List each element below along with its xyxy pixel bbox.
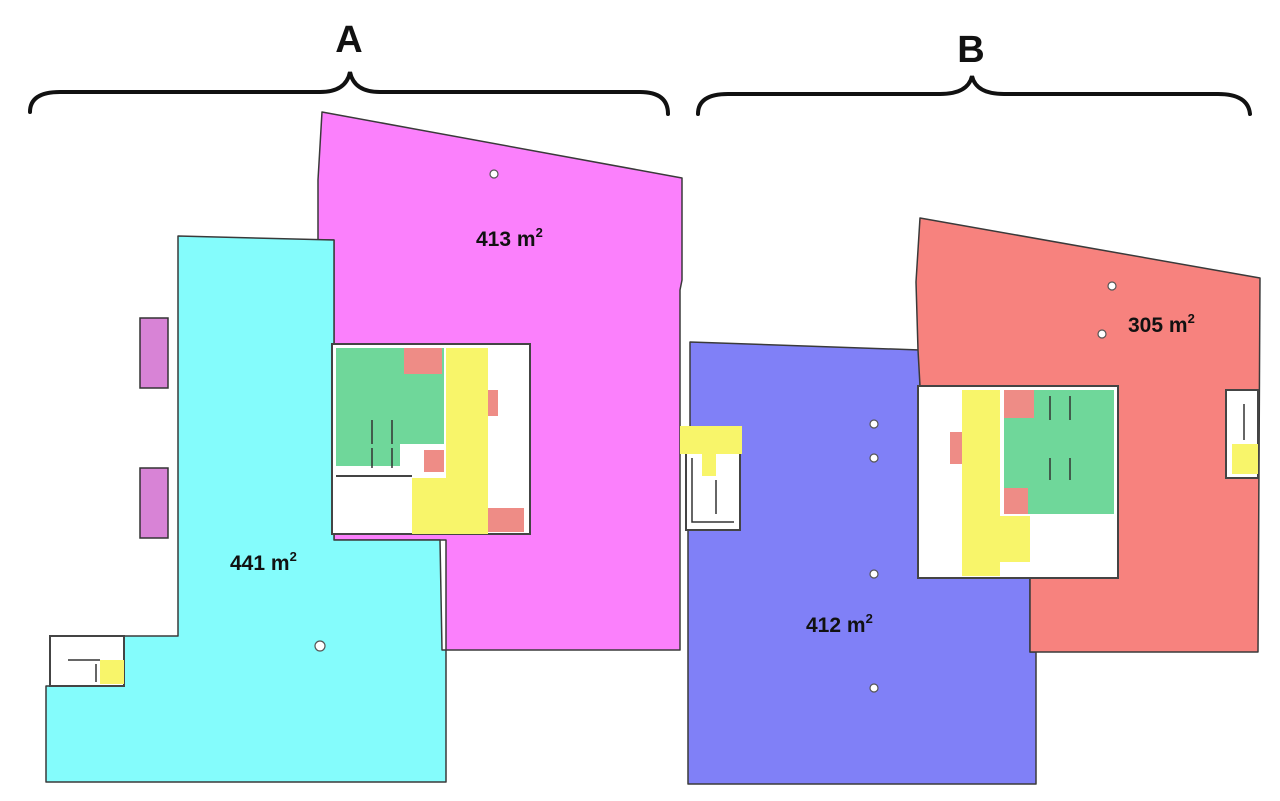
group-a-brace: [28, 71, 670, 116]
group-b-label: B: [957, 29, 984, 71]
connector-stair: [680, 426, 742, 531]
group-a-label: A: [335, 19, 362, 61]
group-b-brace: [696, 75, 1252, 116]
core-b: [917, 385, 1119, 579]
right-stair: [1225, 389, 1259, 479]
columns: [314, 169, 1117, 693]
external-stair-lower: [139, 467, 169, 539]
zone-red-area-label: 305 m2: [1128, 311, 1195, 337]
zone-cyan-area-label: 441 m2: [230, 549, 297, 575]
external-stair-upper: [139, 317, 169, 389]
zone-blue-area-label: 412 m2: [806, 611, 873, 637]
lower-left-stair: [49, 635, 125, 687]
zone-magenta-area-label: 413 m2: [476, 225, 543, 251]
core-a: [331, 343, 531, 535]
